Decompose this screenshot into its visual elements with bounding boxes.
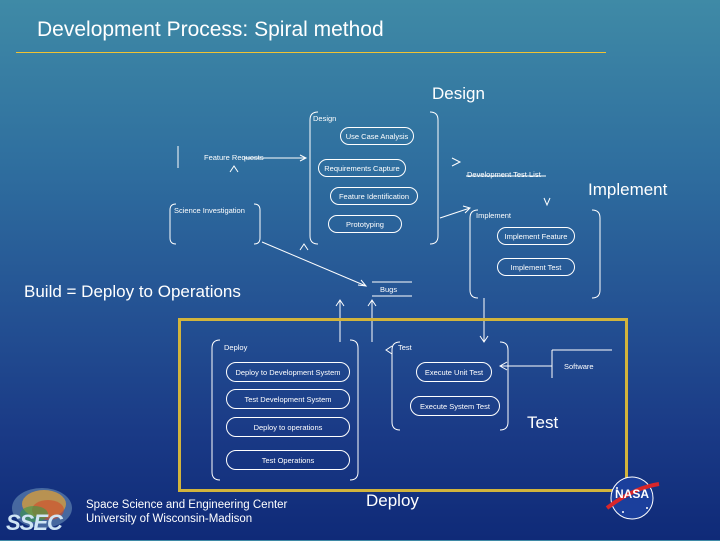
implement-feature-node: Implement Feature <box>497 227 575 245</box>
slide-title: Development Process: Spiral method <box>37 18 384 41</box>
build-label: Build = Deploy to Operations <box>24 282 241 301</box>
execute-unit-test-node: Execute Unit Test <box>416 362 492 382</box>
implement-label: Implement <box>588 180 668 199</box>
test-operations-node: Test Operations <box>226 450 350 470</box>
science-investigation-node: Science Investigation <box>174 206 245 215</box>
use-case-analysis-node: Use Case Analysis <box>340 127 414 145</box>
footer-line-1: Space Science and Engineering Center <box>86 499 288 511</box>
deploy-to-development-node: Deploy to Development System <box>226 362 350 382</box>
deploy-label: Deploy <box>366 491 419 510</box>
title-underline <box>16 52 606 53</box>
deploy-to-operations-node: Deploy to operations <box>226 417 350 437</box>
bugs-node: Bugs <box>380 285 398 294</box>
test-development-node: Test Development System <box>226 389 350 409</box>
feature-requests-node: Feature Requests <box>204 153 264 162</box>
footer-affiliation: Space Science and Engineering Center Uni… <box>86 498 287 526</box>
requirements-capture-node: Requirements Capture <box>318 159 406 177</box>
design-group-title: Design <box>313 114 337 123</box>
ssec-logo-text: SSEC <box>6 510 63 535</box>
nasa-logo-text: NASA <box>614 487 649 501</box>
build-highlight-frame <box>178 318 628 492</box>
implement-group-title: Implement <box>476 211 512 220</box>
deploy-group-title: Deploy <box>224 343 248 352</box>
design-label: Design <box>432 84 485 103</box>
development-test-list-node: Development Test List <box>467 170 541 179</box>
nasa-logo: NASA <box>603 474 661 522</box>
implement-test-node: Implement Test <box>497 258 575 276</box>
test-label: Test <box>527 413 559 432</box>
feature-identification-node: Feature Identification <box>330 187 418 205</box>
footer-line-2: University of Wisconsin-Madison <box>86 513 253 525</box>
test-group-title: Test <box>398 343 412 352</box>
execute-system-test-node: Execute System Test <box>410 396 500 416</box>
ssec-logo: SSEC <box>4 484 76 536</box>
prototyping-node: Prototyping <box>328 215 402 233</box>
software-node: Software <box>564 362 594 371</box>
